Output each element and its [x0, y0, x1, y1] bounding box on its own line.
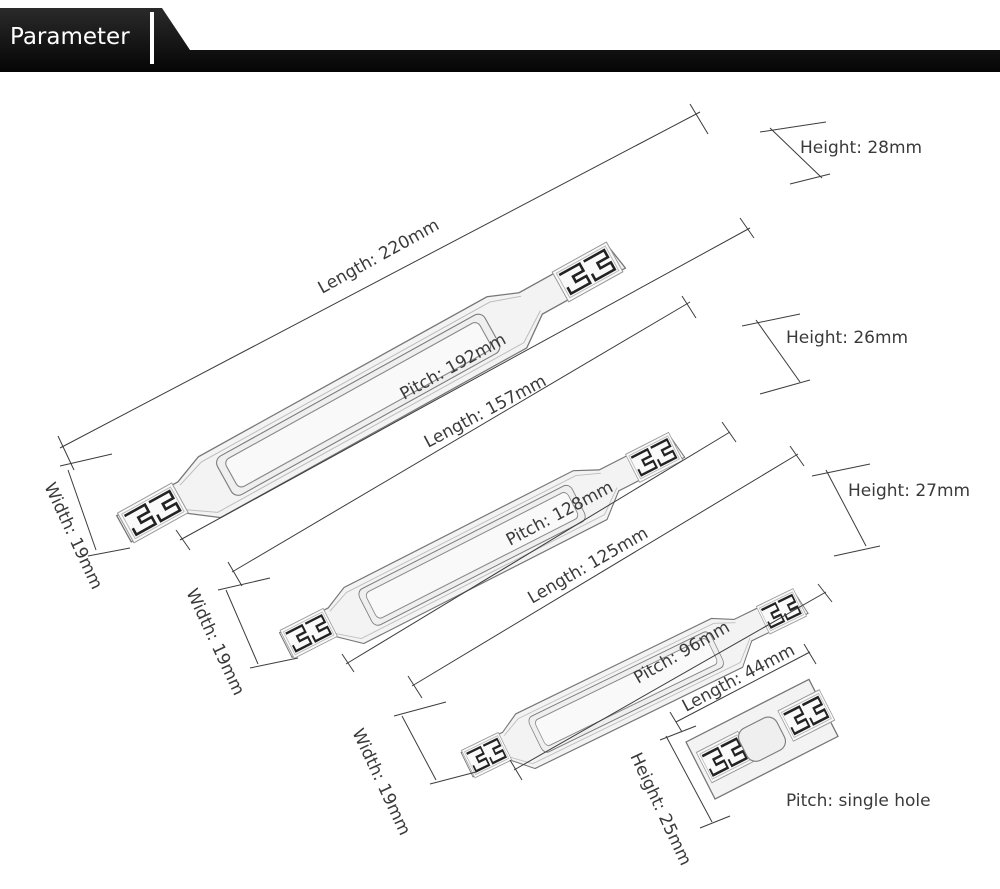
handle-125mm: Length: 125mm Pitch: 96mm Height: 27mm W… — [347, 445, 970, 839]
header-title: Parameter — [10, 24, 130, 50]
knob-height: Height: 25mm — [625, 750, 695, 869]
handle-2-width: Width: 19mm — [181, 586, 248, 699]
handle-157mm: Length: 157mm Pitch: 128mm Height: 26mm … — [181, 295, 908, 699]
handle-2-height: Height: 26mm — [786, 328, 908, 348]
handle-1-width: Width: 19mm — [39, 480, 106, 593]
handle-1-height: Height: 28mm — [800, 138, 922, 158]
knob-pitch: Pitch: single hole — [786, 791, 931, 811]
parameter-header: Parameter — [0, 8, 1000, 72]
handle-3-height: Height: 27mm — [848, 481, 970, 501]
handle-3-width: Width: 19mm — [347, 726, 414, 839]
header-accent-bar — [150, 12, 154, 64]
